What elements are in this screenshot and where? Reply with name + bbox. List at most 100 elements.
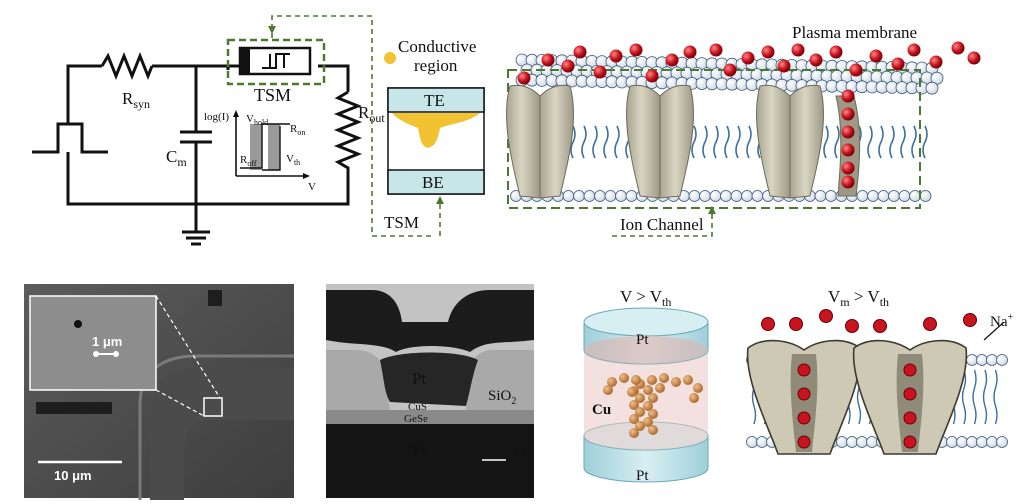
sodium-ion [845, 319, 859, 333]
svg-text:TE: TE [424, 91, 445, 110]
svg-text:Pt: Pt [412, 441, 426, 460]
lipid-head [976, 354, 988, 366]
device-schematic: Conductive region TE BE [384, 37, 485, 195]
iv-inset: log(I) Vhold Ron Roff Vth V [204, 110, 316, 193]
lipid-head [909, 190, 921, 202]
svg-text:Conductive: Conductive [398, 37, 476, 56]
sodium-ion [967, 51, 981, 65]
svg-text:Ion Channel: Ion Channel [620, 215, 704, 234]
lipid-head [594, 190, 606, 202]
lipid-tail [702, 125, 708, 159]
cu-atom [629, 428, 639, 438]
ion-channel [852, 339, 968, 455]
lipid-head [562, 190, 575, 202]
sodium-ion [849, 63, 863, 77]
lipid-head [625, 190, 638, 202]
lipid-head [986, 354, 998, 366]
lipid-tail [922, 125, 928, 159]
lipid-head [573, 190, 585, 202]
sodium-ion [761, 45, 775, 59]
sodium-ion [841, 161, 855, 175]
lipid-tail [724, 125, 730, 159]
sodium-ion [841, 107, 855, 121]
sodium-ion [819, 309, 833, 323]
cu-atom [693, 383, 703, 393]
sodium-ion [809, 53, 823, 67]
sodium-ion [593, 65, 607, 79]
cu-atom [619, 373, 629, 383]
cu-atom [607, 377, 617, 387]
svg-text:V > Vth: V > Vth [620, 287, 671, 309]
lipid-head [720, 190, 732, 202]
lipid-tail [982, 369, 988, 425]
te-layer [387, 87, 485, 113]
lipid-head [746, 436, 758, 448]
filament [392, 113, 480, 148]
lipid-tail [834, 125, 840, 159]
svg-text:Vhold: Vhold [246, 113, 268, 127]
cu-atom [648, 409, 658, 419]
lipid-head [898, 190, 911, 202]
cu-atom [629, 414, 639, 424]
cylinder-device: V > Vth Pt Pt Cu [583, 287, 709, 484]
svg-text:Rout: Rout [358, 103, 385, 125]
lipid-head [709, 190, 722, 202]
sodium-ion [789, 317, 803, 331]
lipid-head [866, 436, 878, 448]
sodium-ion [645, 69, 659, 83]
sodium-ion [723, 63, 737, 77]
lipid-tail [614, 125, 620, 159]
sodium-ion [891, 57, 905, 71]
sodium-ion [665, 53, 679, 67]
lipid-tail [713, 125, 719, 159]
lipid-head [956, 436, 968, 448]
svg-text:10 μm: 10 μm [54, 468, 92, 483]
lipid-head [996, 354, 1008, 366]
sem-image: 1 μm 10 μm [24, 284, 294, 500]
lipid-head [877, 190, 890, 202]
lipid-head [730, 190, 743, 202]
sodium-ion [929, 55, 943, 69]
cu-atom [648, 393, 658, 403]
cu-atom [659, 373, 669, 383]
lipid-tail [867, 125, 873, 159]
svg-text:Pt: Pt [636, 332, 649, 348]
svg-text:Vth: Vth [286, 153, 300, 167]
ion-channel [626, 84, 694, 199]
cu-atom [635, 393, 645, 403]
cu-atom [689, 393, 699, 403]
lipid-head [756, 436, 768, 448]
lipid-head [966, 354, 978, 366]
r-out-resistor [333, 90, 363, 186]
svg-text:V: V [308, 181, 316, 193]
lipid-head [888, 190, 900, 202]
lipid-tail [581, 125, 587, 159]
lipid-head [688, 190, 701, 202]
svg-text:log(I): log(I) [204, 111, 229, 123]
sodium-ion [903, 387, 917, 401]
lipid-tail [911, 125, 917, 159]
cu-atom [655, 383, 665, 393]
ion-channel-diagram: Vm > Vth Na+ [746, 287, 1014, 455]
conductive-dot [384, 52, 396, 64]
cu-atom [647, 375, 657, 385]
svg-text:Pt: Pt [412, 369, 426, 388]
lipid-head [996, 436, 1008, 448]
svg-text:Plasma membrane: Plasma membrane [792, 23, 917, 42]
cu-atom [671, 377, 681, 387]
sodium-ion [561, 59, 575, 73]
lipid-tail [823, 125, 829, 159]
lipid-head [930, 71, 944, 85]
sodium-ion [761, 317, 775, 331]
svg-text:region: region [414, 56, 458, 75]
svg-text:Rsyn: Rsyn [122, 89, 150, 111]
r-syn-resistor [100, 51, 154, 81]
lipid-head [615, 190, 627, 202]
svg-text:Vm > Vth: Vm > Vth [828, 287, 889, 309]
svg-text:Pt: Pt [636, 468, 649, 484]
sodium-ion [517, 71, 531, 85]
lipid-head [741, 190, 753, 202]
ion-channel [746, 339, 862, 455]
membrane-panel: Plasma membrane Ion Channel [506, 23, 981, 234]
